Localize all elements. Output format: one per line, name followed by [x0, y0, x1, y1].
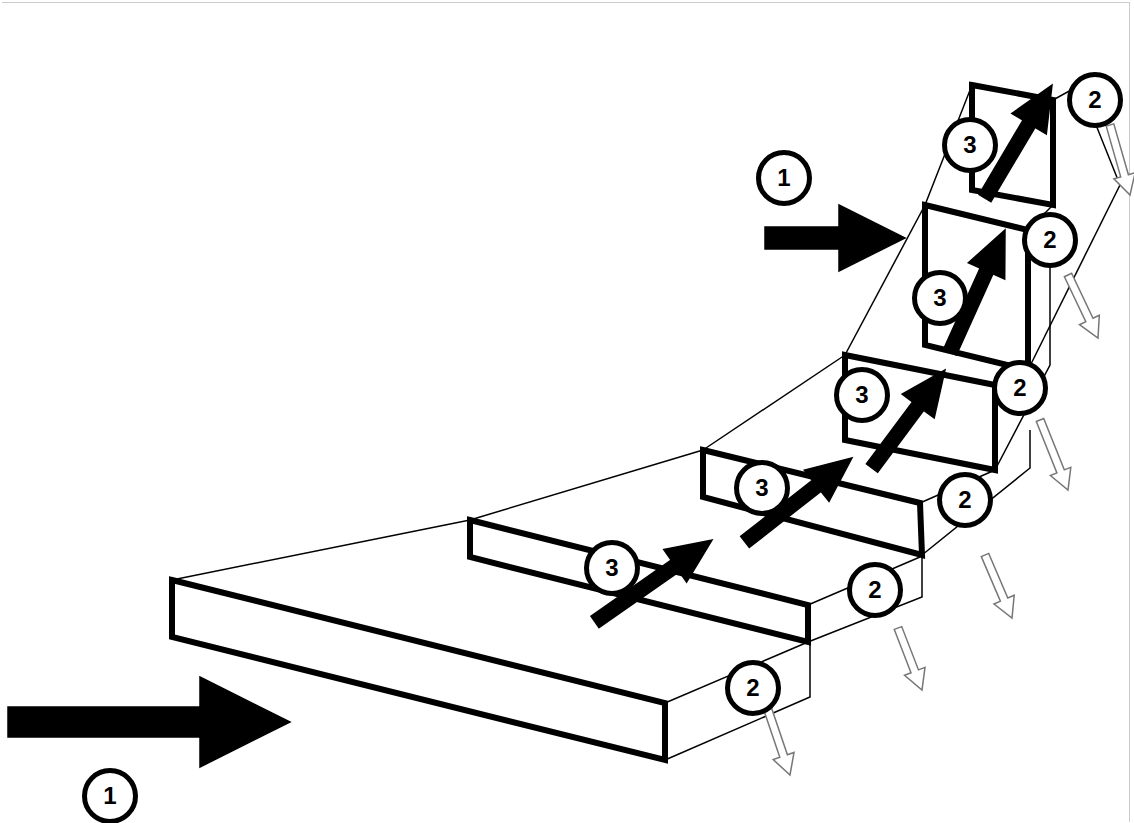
callout-number: 3: [734, 460, 790, 516]
step-edge: [470, 450, 703, 520]
step-edges: [172, 85, 1120, 760]
output-arrow: [1036, 419, 1071, 491]
output-arrow: [894, 627, 925, 690]
step-edge: [703, 355, 845, 450]
step-edge: [925, 85, 1053, 205]
output-arrow: [1064, 273, 1099, 338]
output-arrow: [764, 709, 794, 775]
callout-number: 2: [937, 472, 993, 528]
callout-number: 2: [992, 360, 1048, 416]
callout-number: 2: [847, 562, 903, 618]
input-arrow: [765, 205, 905, 271]
step-edge: [172, 520, 470, 580]
callout-number: 3: [912, 270, 968, 326]
step-risers: [172, 85, 1053, 760]
callout-number: 2: [725, 660, 781, 716]
callout-number: 1: [82, 768, 138, 823]
callout-number: 2: [1022, 212, 1078, 268]
callout-number: 1: [756, 150, 812, 206]
arrows: [8, 85, 1134, 775]
step-riser: [703, 450, 922, 555]
step-edge: [665, 642, 810, 760]
callout-number: 3: [584, 540, 640, 596]
callout-number: 2: [1067, 72, 1123, 128]
output-arrow: [1106, 124, 1134, 195]
output-arrow: [981, 553, 1014, 618]
callout-number: 3: [942, 117, 998, 173]
input-arrow: [8, 677, 290, 767]
step-edge: [808, 557, 922, 642]
callout-number: 3: [834, 367, 890, 423]
